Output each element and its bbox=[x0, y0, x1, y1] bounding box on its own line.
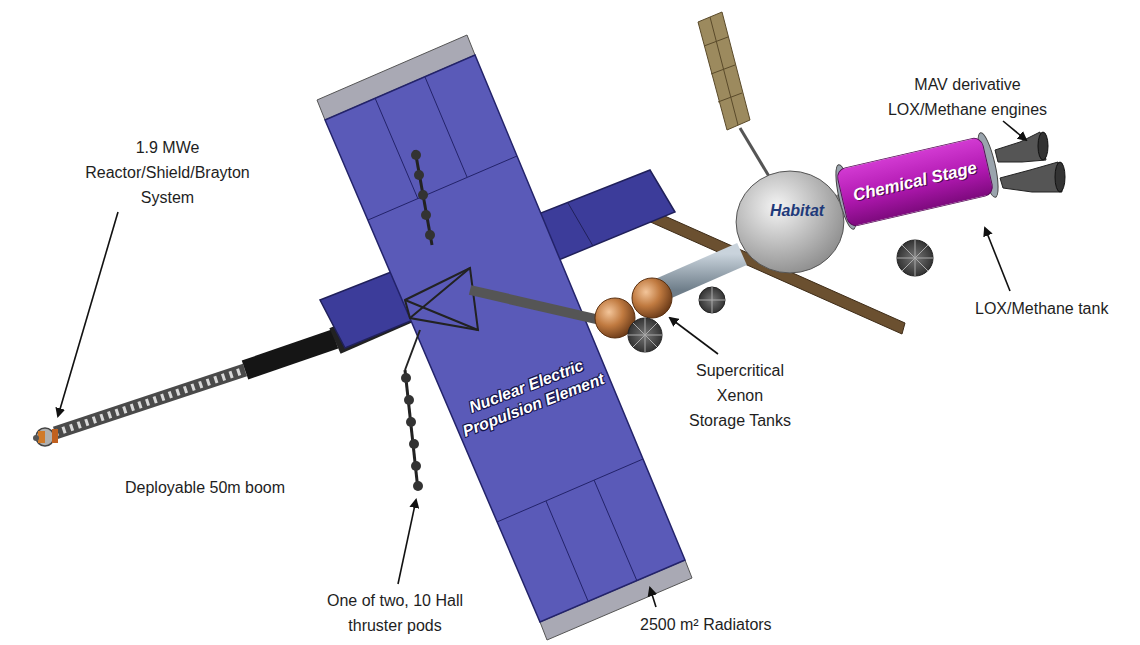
boom-label: Deployable 50m boom bbox=[125, 475, 335, 500]
chemical-stage: Chemical Stage bbox=[835, 136, 995, 228]
tank-label: LOX/Methane tank bbox=[975, 296, 1135, 321]
engine-label: MAV derivative LOX/Methane engines bbox=[880, 72, 1055, 122]
node-text: Chemical Stage bbox=[851, 157, 979, 207]
radiator-label: 2500 m² Radiators bbox=[640, 612, 840, 637]
hall-thruster-pod bbox=[401, 150, 435, 491]
node-text: Habitat bbox=[770, 201, 824, 221]
xenon-tanks bbox=[595, 254, 742, 338]
solar-array bbox=[698, 12, 770, 178]
thruster-label: One of two, 10 Hall thruster pods bbox=[310, 588, 480, 638]
leader-arrow bbox=[58, 121, 1026, 607]
habitat-module: Habitat bbox=[735, 170, 845, 274]
engines bbox=[830, 131, 1065, 230]
reactor-label: 1.9 MWe Reactor/Shield/Brayton System bbox=[70, 135, 265, 210]
truss bbox=[405, 268, 600, 330]
habitat-sphere bbox=[735, 170, 845, 274]
xenon-label: Supercritical Xenon Storage Tanks bbox=[688, 358, 792, 433]
radiator-panel bbox=[317, 35, 692, 640]
